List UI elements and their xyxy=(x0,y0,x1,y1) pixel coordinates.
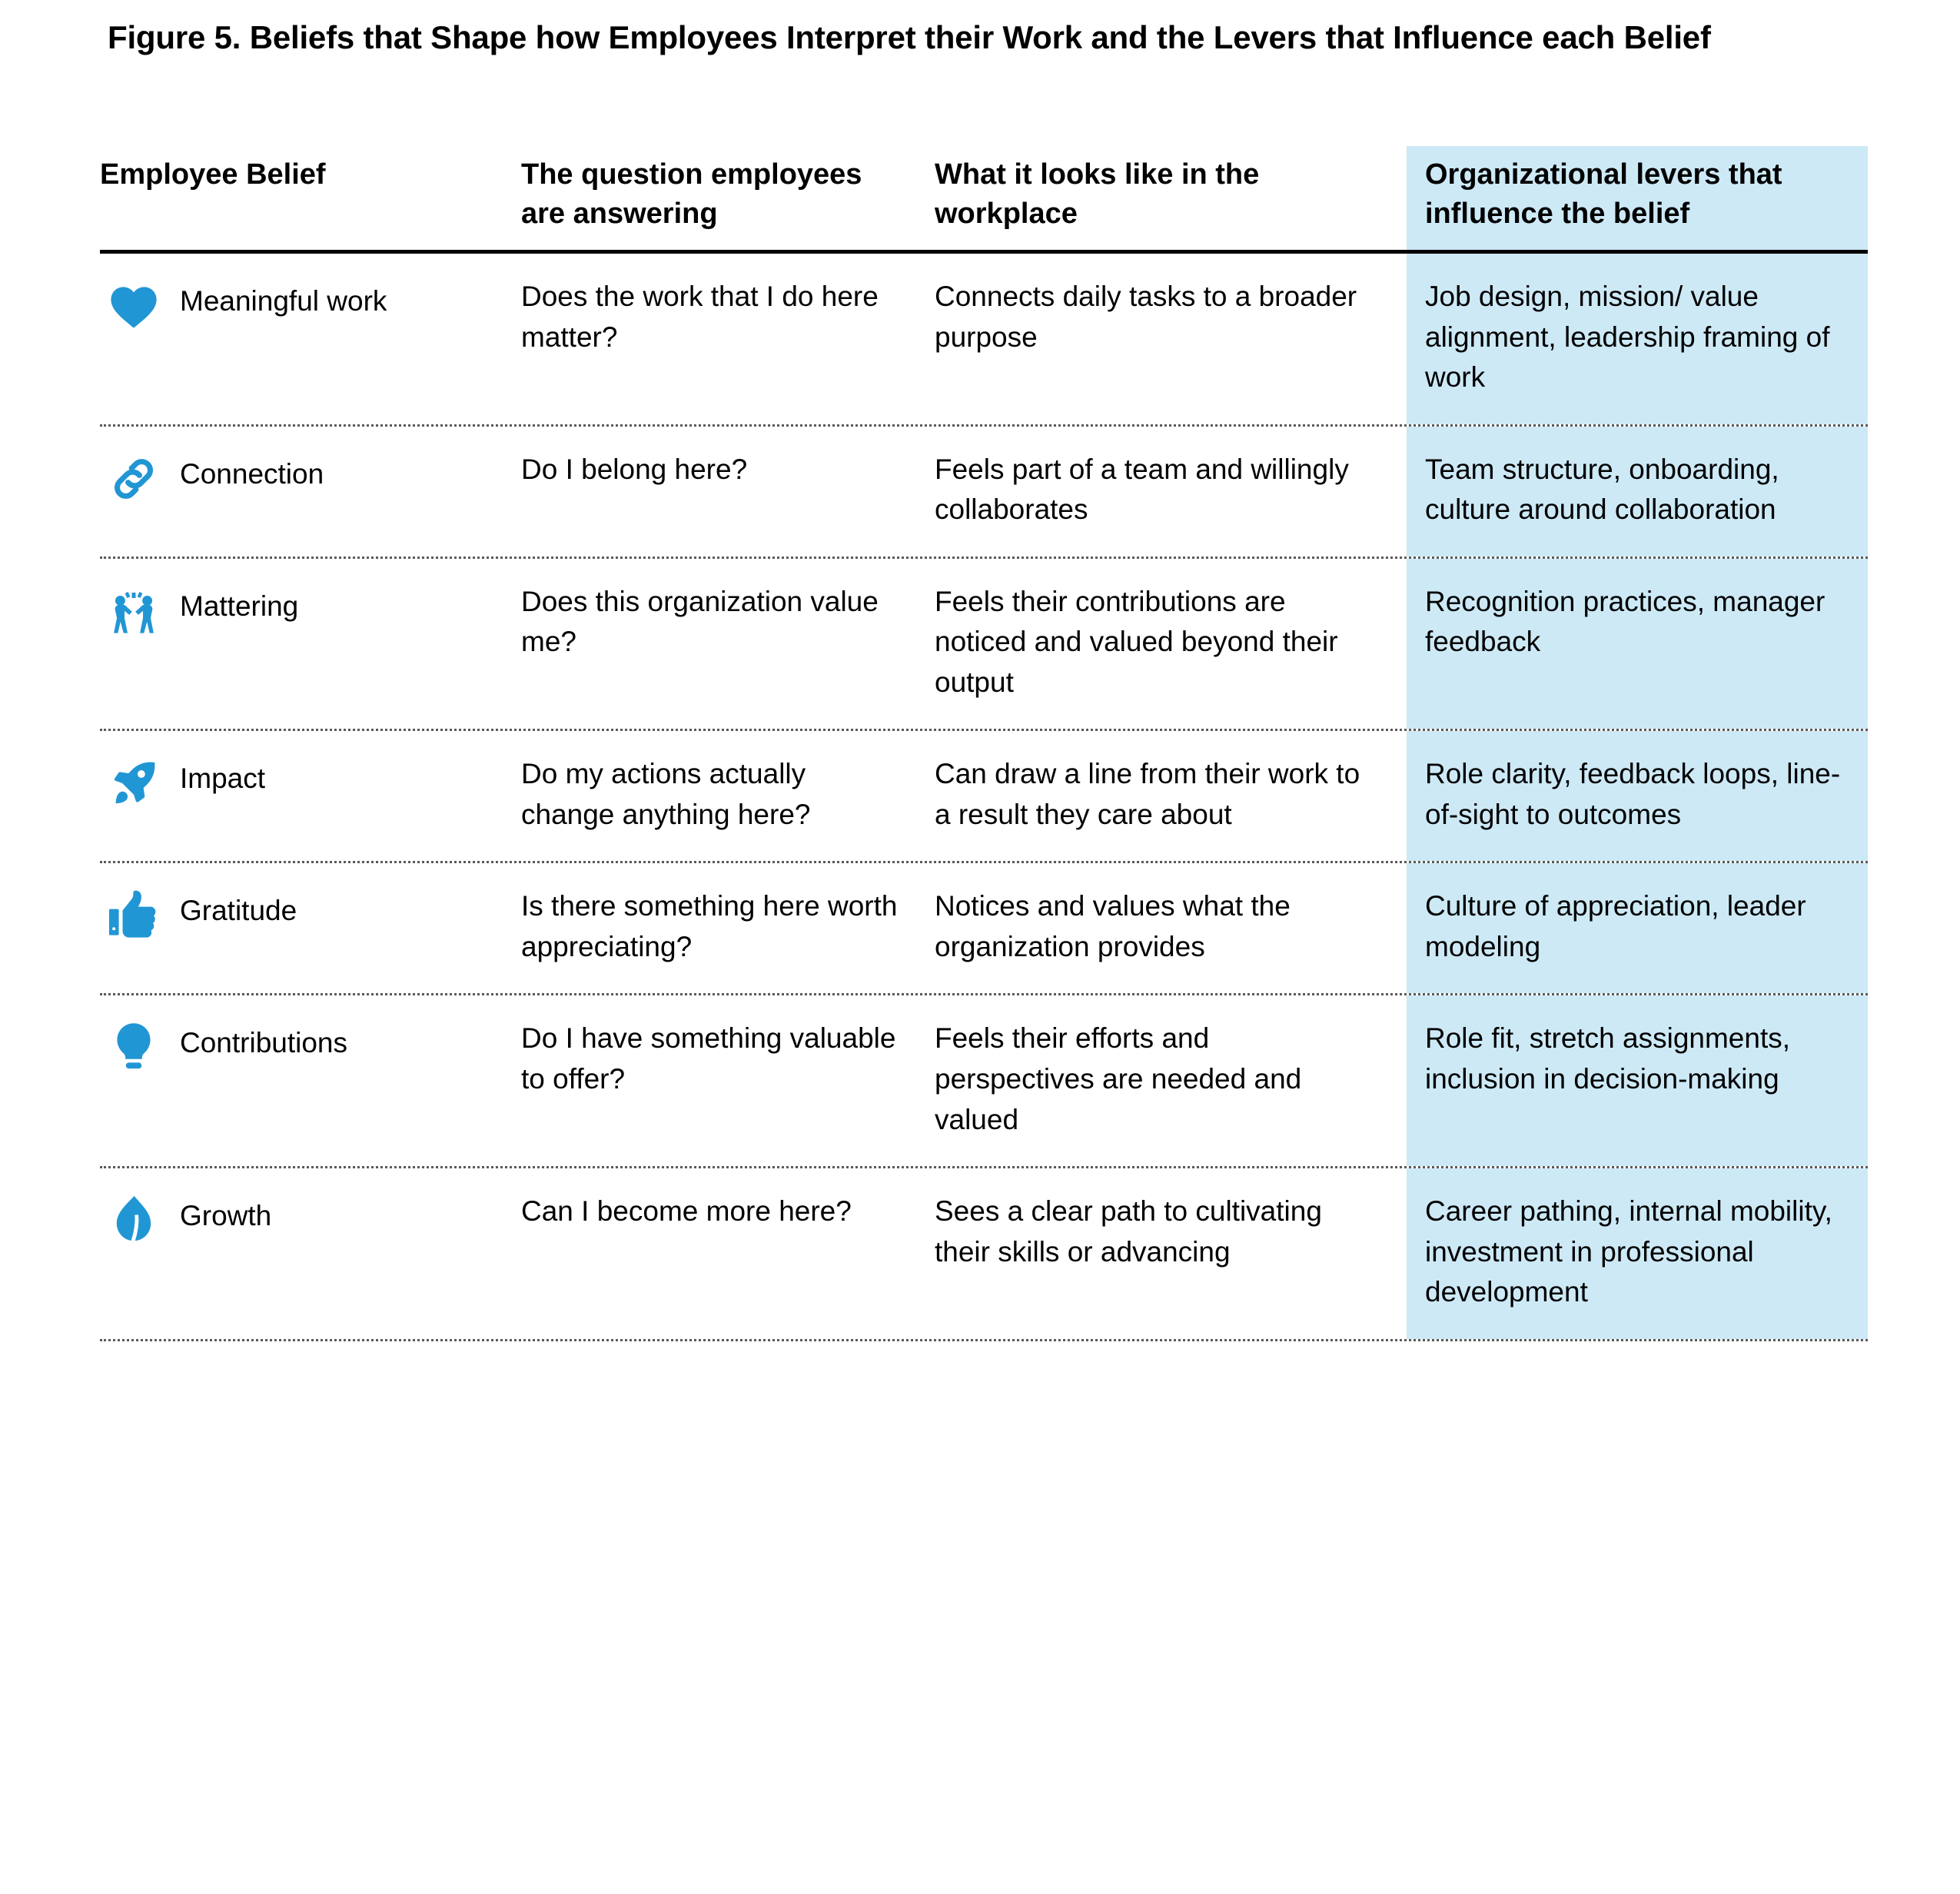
question-cell: Do I belong here? xyxy=(521,453,748,485)
table-row: Contributions Do I have something valuabl… xyxy=(100,995,1868,1167)
header-rule xyxy=(100,250,1868,254)
levers-cell: Team structure, onboarding, culture arou… xyxy=(1407,426,1868,557)
belief-cell: Mattering xyxy=(100,559,521,729)
workplace-cell: Feels their efforts and perspectives are… xyxy=(935,1022,1302,1135)
high-five-icon xyxy=(105,582,163,640)
table-row: Meaningful work Does the work that I do h… xyxy=(100,254,1868,424)
belief-label: Connection xyxy=(180,457,324,490)
lightbulb-icon xyxy=(105,1018,163,1077)
column-header-employee-belief: Employee Belief xyxy=(100,158,326,191)
levers-cell: Role clarity, feedback loops, line-of-si… xyxy=(1407,731,1868,862)
question-cell: Do my actions actually change anything h… xyxy=(521,758,811,830)
belief-cell: Contributions xyxy=(100,995,521,1166)
table-row: Impact Do my actions actually change anyt… xyxy=(100,731,1868,862)
row-separator xyxy=(100,1166,1868,1169)
levers-cell: Job design, mission/ value alignment, le… xyxy=(1407,254,1868,424)
question-cell: Do I have something valuable to offer? xyxy=(521,1022,896,1095)
levers-cell: Culture of appreciation, leader modeling xyxy=(1407,863,1868,994)
question-cell: Does this organization value me? xyxy=(521,585,879,658)
link-icon xyxy=(105,450,163,508)
column-header-workplace: What it looks like in the workplace xyxy=(935,158,1260,230)
belief-label: Meaningful work xyxy=(180,285,387,317)
row-separator xyxy=(100,861,1868,864)
workplace-cell: Feels part of a team and willingly colla… xyxy=(935,453,1349,526)
heart-icon xyxy=(105,277,163,335)
beliefs-table: Employee Belief The question employees a… xyxy=(100,146,1868,1341)
row-separator xyxy=(100,1338,1868,1341)
row-separator xyxy=(100,424,1868,427)
table-row: Gratitude Is there something here worth a… xyxy=(100,863,1868,994)
table-row: Mattering Does this organization value me… xyxy=(100,558,1868,729)
question-cell: Can I become more here? xyxy=(521,1195,852,1228)
levers-cell: Recognition practices, manager feedback xyxy=(1407,558,1868,729)
page-title: Figure 5. Beliefs that Shape how Employe… xyxy=(108,19,1711,55)
row-separator xyxy=(100,729,1868,732)
belief-cell: Growth xyxy=(100,1168,521,1339)
table-row: Connection Do I belong here? Feels part of… xyxy=(100,426,1868,557)
workplace-cell: Can draw a line from their work to a res… xyxy=(935,758,1360,830)
row-separator xyxy=(100,993,1868,996)
belief-cell: Meaningful work xyxy=(100,254,521,424)
column-header-question: The question employees are answering xyxy=(521,158,862,230)
table-row: Growth Can I become more here? Sees a clea… xyxy=(100,1168,1868,1339)
question-cell: Does the work that I do here matter? xyxy=(521,281,879,353)
belief-cell: Impact xyxy=(100,731,521,861)
belief-label: Impact xyxy=(180,763,266,795)
belief-label: Mattering xyxy=(180,590,299,622)
belief-label: Contributions xyxy=(180,1027,348,1059)
table-body: Meaningful work Does the work that I do h… xyxy=(100,251,1868,1341)
leaf-icon xyxy=(105,1191,163,1250)
workplace-cell: Sees a clear path to cultivating their s… xyxy=(935,1195,1322,1268)
levers-cell: Career pathing, internal mobility, inves… xyxy=(1407,1168,1868,1339)
row-separator xyxy=(100,556,1868,559)
workplace-cell: Feels their contributions are noticed an… xyxy=(935,585,1338,698)
belief-cell: Connection xyxy=(100,427,521,557)
column-header-levers: Organizational levers that influence the… xyxy=(1407,146,1868,252)
belief-cell: Gratitude xyxy=(100,863,521,993)
workplace-cell: Connects daily tasks to a broader purpos… xyxy=(935,281,1357,353)
table-header-row: Employee Belief The question employees a… xyxy=(100,146,1868,252)
thumbs-up-icon xyxy=(105,886,163,945)
belief-label: Gratitude xyxy=(180,895,297,927)
rocket-icon xyxy=(105,754,163,812)
belief-label: Growth xyxy=(180,1200,272,1232)
workplace-cell: Notices and values what the organization… xyxy=(935,890,1291,962)
levers-cell: Role fit, stretch assignments, inclusion… xyxy=(1407,995,1868,1167)
question-cell: Is there something here worth appreciati… xyxy=(521,890,898,962)
